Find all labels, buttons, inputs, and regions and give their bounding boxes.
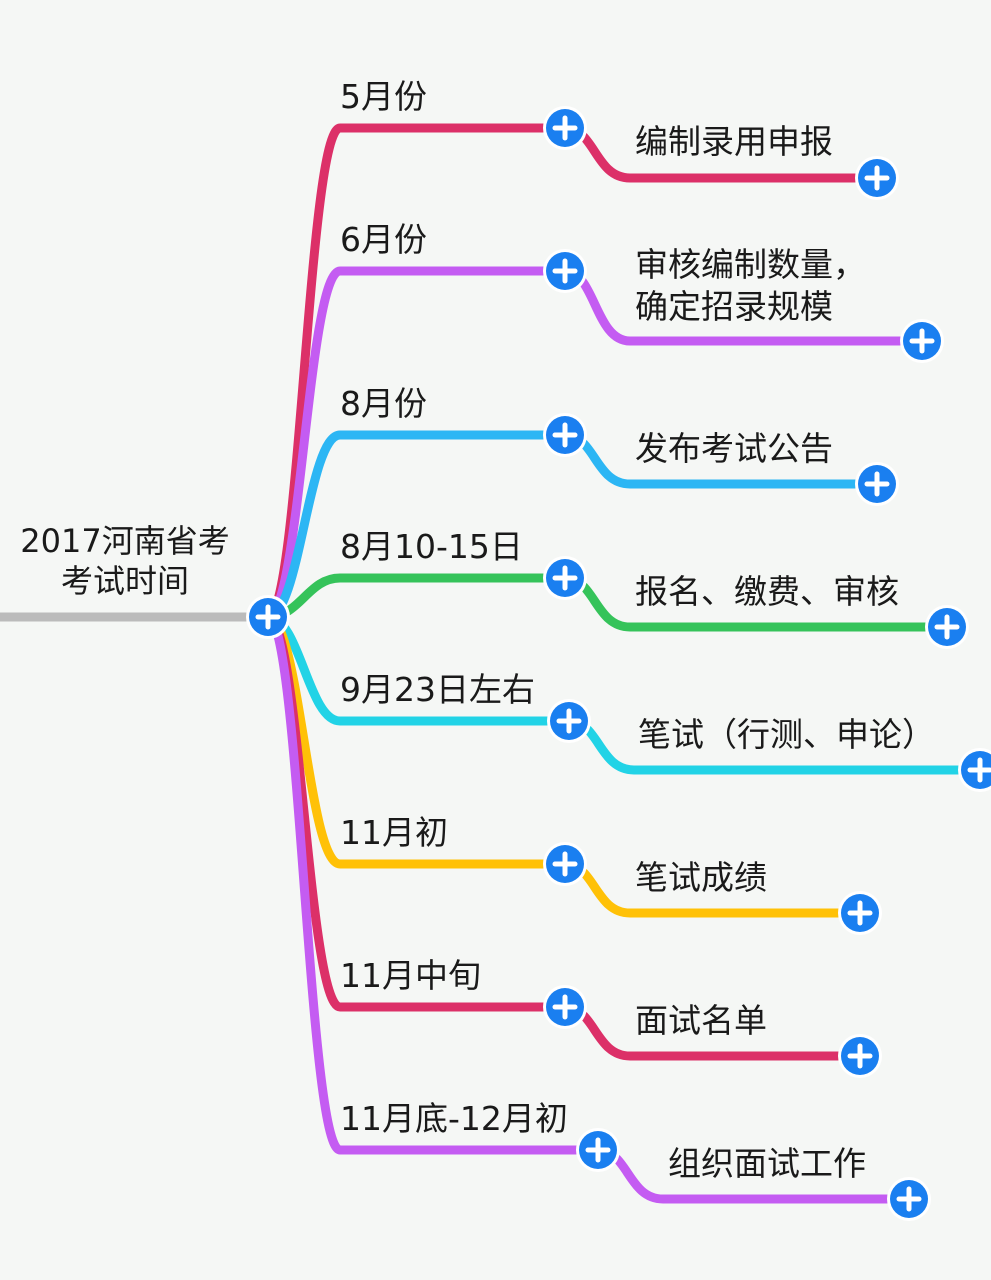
- expand-child-button-1[interactable]: [855, 156, 899, 200]
- expand-child-button-3[interactable]: [855, 462, 899, 506]
- child-label-5: 笔试（行测、申论）: [638, 715, 935, 754]
- branch-label-8: 11月底-12月初: [340, 1099, 568, 1138]
- expand-branch-button-4[interactable]: [543, 556, 587, 600]
- expand-child-button-6[interactable]: [838, 891, 882, 935]
- expand-branch-button-7[interactable]: [543, 985, 587, 1029]
- expand-root-button[interactable]: [246, 595, 290, 639]
- expand-branch-button-8[interactable]: [576, 1128, 620, 1172]
- branch-label-1: 5月份: [340, 77, 427, 116]
- branch-link-4: [263, 573, 570, 622]
- child-label-3: 发布考试公告: [635, 429, 833, 468]
- child-label-4: 报名、缴费、审核: [635, 572, 899, 611]
- expand-buttons[interactable]: [246, 106, 991, 1221]
- expand-branch-button-3[interactable]: [543, 413, 587, 457]
- child-label-7: 面试名单: [635, 1001, 767, 1040]
- child-label-8: 组织面试工作: [668, 1144, 866, 1183]
- branch-links: [0, 123, 603, 1155]
- branch-label-4: 8月10-15日: [340, 527, 523, 566]
- expand-branch-button-1[interactable]: [543, 106, 587, 150]
- root-node[interactable]: 2017河南省考 考试时间: [20, 522, 229, 600]
- expand-child-button-7[interactable]: [838, 1034, 882, 1078]
- child-label-6: 笔试成绩: [635, 858, 767, 897]
- expand-child-button-5[interactable]: [958, 748, 991, 792]
- branch-label-5: 9月23日左右: [340, 670, 535, 709]
- branch-label-3: 8月份: [340, 384, 427, 423]
- root-title-line-2: 考试时间: [61, 562, 189, 600]
- child-label-1: 编制录用申报: [635, 122, 833, 161]
- expand-branch-button-2[interactable]: [543, 249, 587, 293]
- child-label-2-line-1: 审核编制数量，: [635, 245, 866, 284]
- expand-child-button-4[interactable]: [925, 605, 969, 649]
- expand-branch-button-6[interactable]: [543, 842, 587, 886]
- branch-link-8: [263, 612, 603, 1155]
- root-title-line-1: 2017河南省考: [20, 522, 229, 560]
- branch-label-7: 11月中旬: [340, 956, 481, 995]
- expand-child-button-8[interactable]: [887, 1177, 931, 1221]
- branch-label-2: 6月份: [340, 220, 427, 259]
- child-label-2-line-2: 确定招录规模: [635, 287, 833, 326]
- expand-child-button-2[interactable]: [900, 319, 944, 363]
- branch-label-6: 11月初: [340, 813, 448, 852]
- expand-branch-button-5[interactable]: [547, 699, 591, 743]
